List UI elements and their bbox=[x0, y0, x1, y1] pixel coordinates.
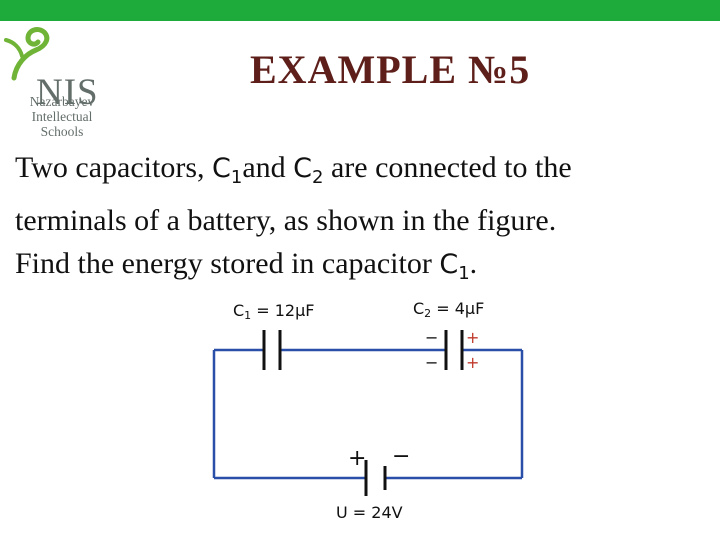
problem-text: Two capacitors, bbox=[15, 151, 212, 184]
problem-text: Find the energy stored in capacitor bbox=[15, 247, 440, 280]
battery-voltage-label: U = 24V bbox=[336, 503, 403, 522]
slide-title: EXAMPLE №5 bbox=[250, 47, 531, 92]
logo-line-3: Schools bbox=[40, 124, 84, 139]
problem-line-1: Two capacitors, C1and C2 are connected t… bbox=[15, 146, 715, 199]
c1-value-label: C1 = 12μF bbox=[233, 301, 315, 322]
symbol-letter: C bbox=[439, 249, 459, 280]
c2-value-label: C2 = 4μF bbox=[413, 299, 485, 320]
logo-line-1: Nazarbayev bbox=[29, 94, 95, 109]
battery-plus-sign: + bbox=[348, 446, 367, 471]
circuit-wires bbox=[212, 348, 524, 480]
c2-plus-sign-bottom: + bbox=[466, 353, 480, 372]
problem-text: . bbox=[469, 247, 478, 280]
battery-minus-sign: − bbox=[392, 444, 411, 469]
capacitor-c2-symbol: C2 bbox=[293, 153, 323, 188]
symbol-subscript: 1 bbox=[458, 263, 470, 284]
capacitor-c1-symbol: C1 bbox=[439, 249, 469, 284]
logo-mark: NIS bbox=[36, 72, 99, 113]
battery-symbol bbox=[364, 460, 387, 496]
top-accent-bar bbox=[0, 0, 720, 21]
capacitor-c2-plates bbox=[444, 330, 464, 370]
problem-line-2: terminals of a battery, as shown in the … bbox=[15, 204, 557, 237]
symbol-letter: C bbox=[212, 153, 231, 184]
problem-statement: Two capacitors, C1and C2 are connected t… bbox=[15, 146, 715, 295]
label-subscript: 2 bbox=[424, 307, 432, 320]
label-letter: C bbox=[413, 299, 425, 318]
problem-line-3: Find the energy stored in capacitor C1. bbox=[15, 242, 715, 295]
capacitor-c1-symbol: C1 bbox=[212, 153, 242, 188]
c2-plus-sign-top: + bbox=[466, 328, 480, 347]
c2-minus-sign-bottom: − bbox=[425, 353, 439, 372]
label-value: = 12μF bbox=[251, 301, 315, 320]
label-subscript: 1 bbox=[244, 309, 252, 322]
nis-logo: NIS Nazarbayev Intellectual Schools bbox=[2, 26, 122, 141]
capacitor-c1-plates bbox=[262, 330, 282, 370]
problem-text: are connected to the bbox=[323, 151, 572, 184]
logo-line-2: Intellectual bbox=[31, 109, 93, 124]
sprout-icon bbox=[4, 27, 50, 81]
problem-text: and bbox=[242, 151, 294, 184]
label-letter: C bbox=[233, 301, 245, 320]
symbol-subscript: 2 bbox=[312, 167, 324, 188]
c2-minus-sign-top: − bbox=[425, 328, 439, 347]
symbol-subscript: 1 bbox=[230, 167, 243, 188]
label-value: = 4μF bbox=[431, 299, 485, 318]
symbol-letter: C bbox=[293, 153, 312, 184]
